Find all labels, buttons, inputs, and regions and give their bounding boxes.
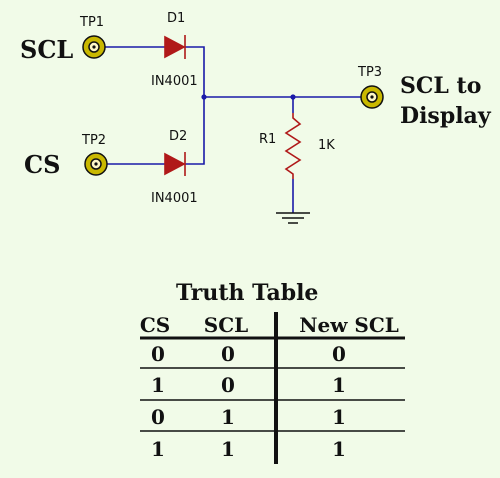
table-cell: 0 [221, 342, 235, 366]
signal-label-scl: SCL [20, 35, 73, 64]
ground-symbol [276, 212, 310, 224]
junction-dot [201, 94, 207, 100]
table-cell: 1 [151, 437, 165, 461]
tp1-label: TP1 [79, 15, 104, 30]
table-row: 0 1 1 [151, 405, 346, 429]
r1-value-label: 1K [318, 138, 335, 153]
output-label-line2: Display [400, 103, 492, 129]
table-cell: 1 [332, 437, 346, 461]
d1-label: D1 [167, 11, 185, 26]
table-row: 1 1 1 [151, 437, 346, 461]
table-cell: 0 [151, 342, 165, 366]
table-cell: 0 [151, 405, 165, 429]
test-point-tp1 [82, 35, 106, 59]
table-header-new-scl: New SCL [299, 313, 399, 337]
table-row: 0 0 0 [151, 342, 346, 366]
tp2-label: TP2 [81, 133, 106, 148]
table-cell: 1 [332, 373, 346, 397]
r1-ref-label: R1 [259, 132, 276, 147]
table-cell: 1 [221, 405, 235, 429]
wire-d1-out [185, 46, 205, 165]
test-point-tp2 [84, 152, 108, 176]
table-cell: 1 [332, 405, 346, 429]
test-point-tp3 [360, 85, 384, 109]
truth-table-title: Truth Table [176, 280, 318, 306]
table-row: 1 0 1 [151, 373, 346, 397]
d2-part-label: IN4001 [151, 191, 198, 206]
d2-label: D2 [169, 129, 187, 144]
table-header-cs: CS [140, 313, 170, 337]
resistor-r1-symbol [284, 113, 302, 179]
table-cell: 1 [221, 437, 235, 461]
table-rules [140, 312, 405, 464]
table-cell: 1 [151, 373, 165, 397]
diode-d1-symbol [164, 35, 186, 59]
table-cell: 0 [221, 373, 235, 397]
diode-d2-symbol [164, 152, 186, 176]
table-header-scl: SCL [204, 313, 248, 337]
tp3-label: TP3 [357, 65, 382, 80]
signal-label-cs: CS [24, 150, 60, 179]
table-cell: 0 [332, 342, 346, 366]
output-label-line1: SCL to [400, 73, 481, 99]
junction-dot [290, 94, 296, 100]
d1-part-label: IN4001 [151, 74, 198, 89]
